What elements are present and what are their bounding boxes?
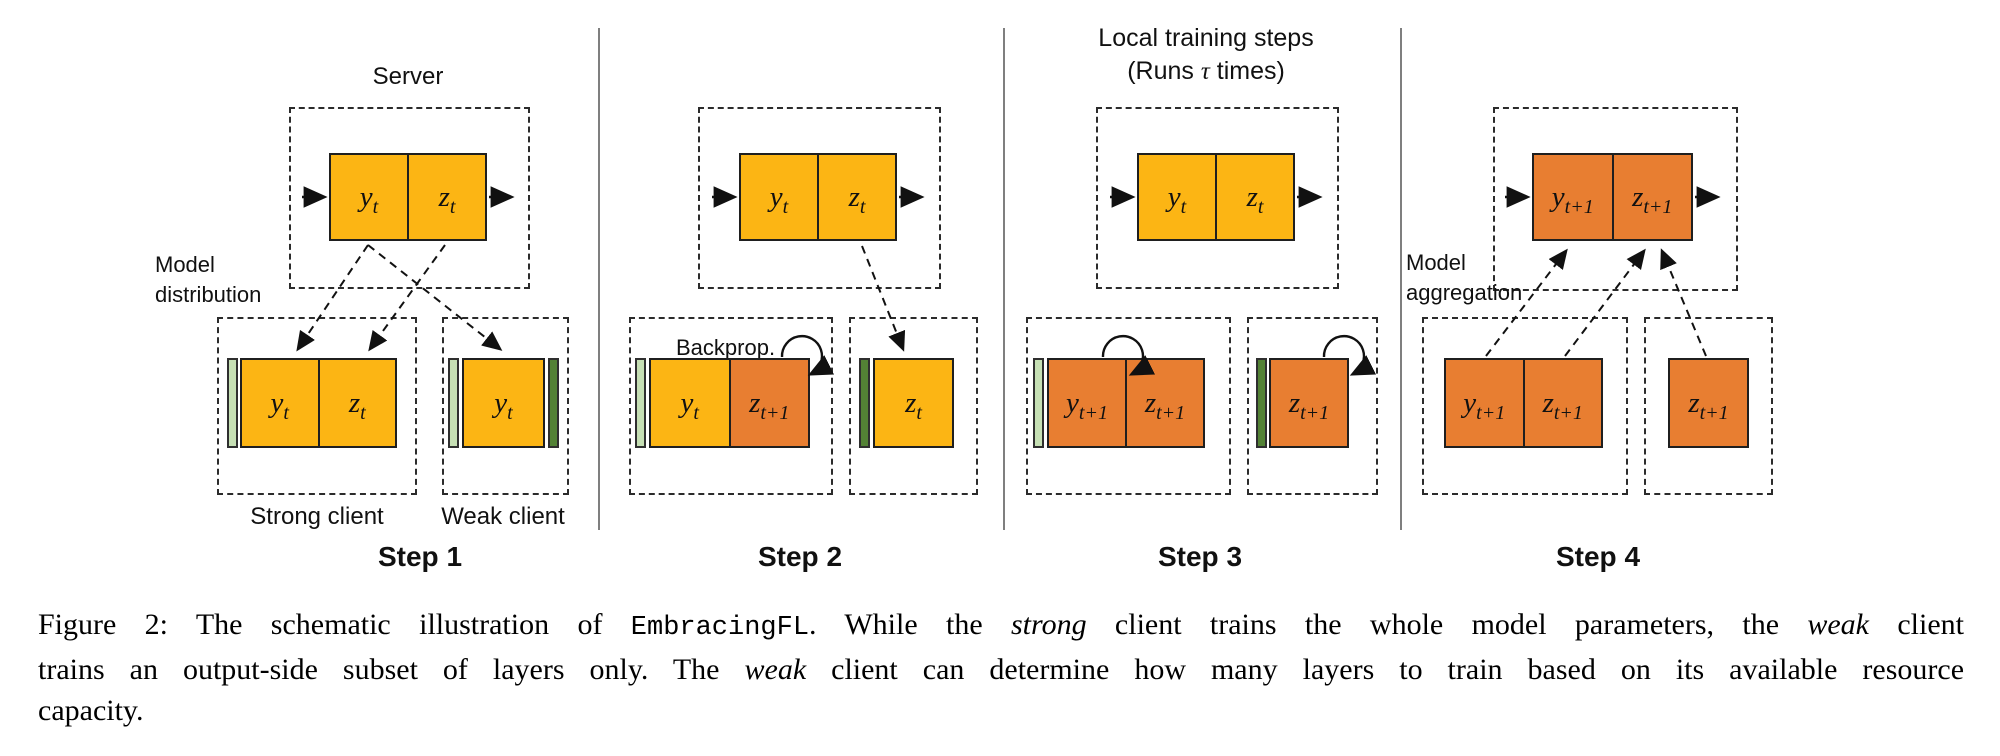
- step-2-label: Step 2: [757, 541, 843, 572]
- panel-separator-2: [1003, 28, 1005, 530]
- server-z-layer: zt: [817, 155, 895, 239]
- block-label: yt: [769, 180, 789, 218]
- weak-client-model-block: zt+1: [1269, 358, 1349, 448]
- server-y-layer: yt: [741, 155, 817, 239]
- block-label: zt+1: [1542, 386, 1583, 424]
- block-label: zt+1: [1144, 386, 1186, 424]
- frozen-layer-bar: [1033, 358, 1044, 448]
- server-model-block: yt zt: [739, 153, 897, 241]
- strong-client-dashed-box: [1026, 317, 1231, 495]
- weak-layer: yt: [464, 360, 543, 446]
- block-label: yt+1: [1066, 386, 1108, 424]
- strong-z-layer-updated: zt+1: [728, 360, 808, 446]
- block-label: zt: [348, 386, 366, 424]
- weak-client-dashed-box: [442, 317, 569, 495]
- server-dashed-box: [1096, 107, 1339, 289]
- weak-layer-updated: zt+1: [1670, 360, 1747, 446]
- weak-client-dashed-box: [849, 317, 978, 495]
- block-label: yt: [1167, 180, 1187, 218]
- strong-client-model-block: yt+1 zt+1: [1444, 358, 1603, 448]
- local-training-title: Local training steps (Runs τ times): [1098, 24, 1314, 85]
- strong-client-dashed-box: [629, 317, 833, 495]
- strong-client-label: Strong client: [250, 503, 384, 530]
- weak-client-model-block: zt: [873, 358, 954, 448]
- server-model-block: yt+1 zt+1: [1532, 153, 1693, 241]
- block-label: zt: [905, 386, 922, 424]
- block-label: yt+1: [1463, 386, 1506, 424]
- backprop-label: Backprop.: [676, 335, 776, 360]
- block-label: zt: [1246, 180, 1264, 218]
- weak-client-dashed-box: [1247, 317, 1378, 495]
- strong-y-layer: yt: [651, 360, 729, 446]
- weak-layer-updated: zt+1: [1271, 360, 1347, 446]
- code-embracingfl: EmbracingFL: [630, 613, 810, 643]
- strong-client-model-block: yt zt: [240, 358, 397, 448]
- block-label: yt: [494, 386, 513, 424]
- caption-line-2: trains an output-side subset of layers o…: [38, 653, 1965, 686]
- weak-client-model-block: zt+1: [1668, 358, 1749, 448]
- strong-z-layer-updated: zt+1: [1522, 360, 1601, 446]
- server-y-layer: yt: [331, 155, 407, 239]
- model-aggregation-label: Model aggregation: [1406, 250, 1523, 305]
- panel-separator-1: [598, 28, 600, 530]
- server-z-layer: zt: [407, 155, 485, 239]
- strong-y-layer-updated: yt+1: [1049, 360, 1125, 446]
- server-model-block: yt zt: [1137, 153, 1295, 241]
- frozen-layer-bar: [548, 358, 559, 448]
- frozen-layer-bar: [227, 358, 238, 448]
- server-model-block: yt zt: [329, 153, 487, 241]
- figure-caption: Figure 2: The schematic illustration of …: [38, 604, 1964, 731]
- server-z-layer: zt: [1215, 155, 1293, 239]
- server-dashed-box: [698, 107, 941, 289]
- block-label: zt+1: [1688, 386, 1729, 424]
- step-1-label: Step 1: [377, 541, 463, 572]
- strong-client-model-block: yt zt+1: [649, 358, 810, 448]
- weak-client-model-block: yt: [462, 358, 545, 448]
- weak-client-label: Weak client: [441, 503, 565, 530]
- strong-z-layer-updated: zt+1: [1125, 360, 1203, 446]
- server-y-layer-updated: yt+1: [1534, 155, 1612, 239]
- tau-symbol: τ: [1200, 58, 1210, 85]
- weak-client-dashed-box: [1644, 317, 1773, 495]
- strong-y-layer: yt: [242, 360, 318, 446]
- caption-line-3: capacity.: [38, 694, 144, 727]
- block-label: yt: [680, 386, 699, 424]
- server-z-layer-updated: zt+1: [1611, 155, 1691, 239]
- server-y-layer: yt: [1139, 155, 1215, 239]
- block-label: zt+1: [1632, 180, 1673, 218]
- panel-separator-3: [1400, 28, 1402, 530]
- block-label: zt+1: [749, 386, 790, 424]
- block-label: yt: [359, 180, 379, 218]
- model-distribution-label: Model distribution: [155, 252, 262, 307]
- frozen-layer-bar: [635, 358, 646, 448]
- frozen-layer-bar: [448, 358, 459, 448]
- block-label: zt: [438, 180, 456, 218]
- step-3-label: Step 3: [1157, 541, 1243, 572]
- frozen-layer-bar: [1256, 358, 1267, 448]
- frozen-layer-bar: [859, 358, 870, 448]
- strong-y-layer-updated: yt+1: [1446, 360, 1523, 446]
- step-4-label: Step 4: [1555, 541, 1641, 572]
- block-label: zt: [848, 180, 866, 218]
- block-label: yt: [270, 386, 289, 424]
- caption-line-1: Figure 2: The schematic illustration of …: [38, 608, 1964, 643]
- strong-z-layer: zt: [317, 360, 395, 446]
- block-label: yt+1: [1551, 180, 1594, 218]
- server-label: Server: [372, 63, 444, 90]
- weak-layer: zt: [875, 360, 952, 446]
- strong-client-model-block: yt+1 zt+1: [1047, 358, 1205, 448]
- block-label: zt+1: [1288, 386, 1330, 424]
